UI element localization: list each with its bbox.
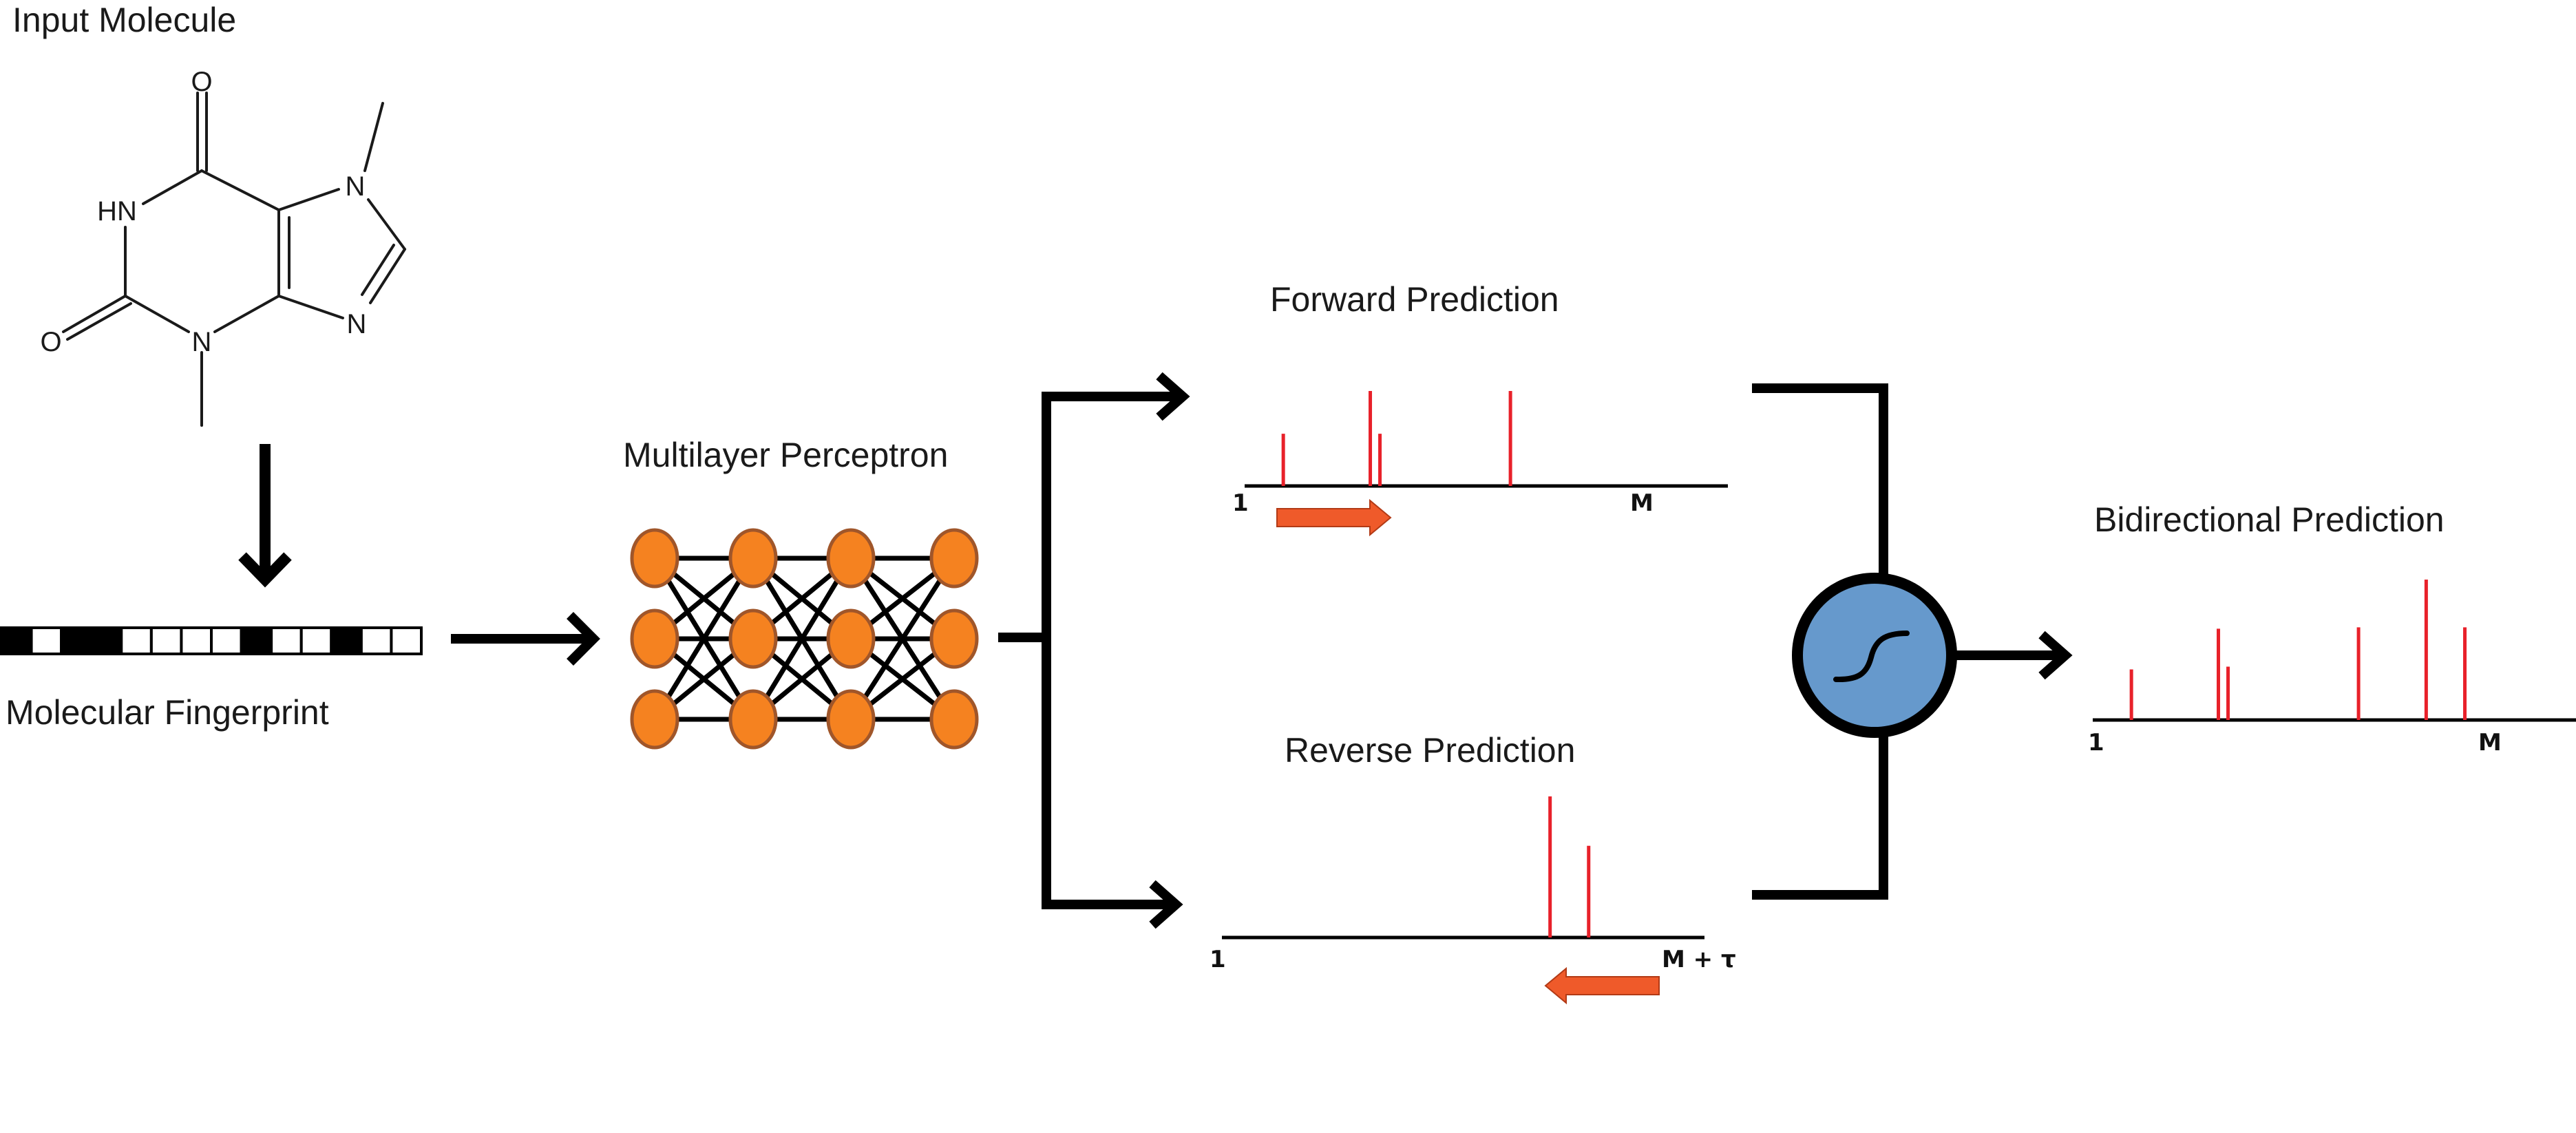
bidirectional-axis-start: 1 — [2088, 729, 2104, 756]
molecule-structure — [62, 92, 406, 427]
input-molecule-label: Input Molecule — [12, 1, 236, 39]
forward-prediction-label: Forward Prediction — [1270, 280, 1559, 319]
fingerprint-bit — [330, 626, 363, 655]
fingerprint-bit — [359, 626, 393, 655]
mlp-neuron — [728, 689, 778, 750]
bidirectional-axis-end: M — [2478, 729, 2502, 756]
fingerprint-bit — [180, 626, 213, 655]
mlp-neuron — [826, 689, 876, 750]
arrow-node-to-bidirectional — [1956, 631, 2073, 680]
bond-n9-c4 — [277, 295, 344, 319]
fingerprint-bit — [270, 626, 303, 655]
fingerprint-bit — [89, 626, 123, 655]
molecular-fingerprint-label: Molecular Fingerprint — [6, 693, 329, 732]
forward-axis-start: 1 — [1232, 489, 1249, 517]
mlp-neuron — [728, 528, 778, 589]
fingerprint-bit — [240, 626, 273, 655]
forward-axis-end: M — [1630, 489, 1654, 517]
reverse-axis-start: 1 — [1210, 946, 1226, 973]
bond-n7-methyl — [363, 102, 384, 172]
fingerprint-bit — [0, 626, 33, 655]
reverse-spectrum — [1222, 796, 1704, 940]
fingerprint-bit — [149, 626, 183, 655]
reverse-direction-arrow — [1544, 966, 1660, 1005]
mlp-network — [630, 528, 979, 750]
mlp-neuron — [630, 528, 679, 589]
mlp-connection — [849, 557, 956, 721]
atom-o-top: O — [191, 67, 212, 97]
bond-c5-n7 — [277, 188, 340, 211]
down-arrow — [238, 444, 292, 588]
forward-spectrum — [1245, 391, 1728, 488]
fingerprint-bit — [390, 626, 423, 655]
reverse-axis-end: M + τ — [1662, 946, 1736, 973]
mlp-connection — [653, 557, 755, 721]
fingerprint-bit — [299, 626, 333, 655]
branch-connector — [998, 372, 1190, 929]
sigmoid-node — [1792, 573, 1957, 738]
mlp-neuron — [929, 528, 979, 589]
mlp-neuron — [826, 608, 876, 669]
bond-n-c4 — [213, 295, 280, 333]
mlp-neuron — [630, 608, 679, 669]
fingerprint-bit — [120, 626, 153, 655]
fingerprint-bit — [60, 626, 93, 655]
merge-connector — [1752, 383, 1888, 900]
bond-c5-c6 — [200, 169, 280, 211]
sigmoid-curve-icon — [1833, 631, 1910, 683]
atom-n-bottom: N — [192, 327, 212, 357]
arrow-fingerprint-to-mlp — [451, 612, 600, 666]
bidirectional-spectrum — [2093, 580, 2576, 722]
fingerprint-bit — [30, 626, 63, 655]
bond-co-left-a — [62, 295, 127, 333]
mlp-neuron — [826, 528, 876, 589]
mlp-neuron — [929, 689, 979, 750]
bond-n7-c8 — [367, 198, 406, 251]
atom-n-right-bottom: N — [347, 309, 367, 339]
fingerprint-bit — [210, 626, 243, 655]
bond-c8-n9-b — [361, 244, 395, 296]
atom-hn: HN — [97, 196, 137, 226]
reverse-prediction-label: Reverse Prediction — [1285, 731, 1575, 770]
forward-direction-arrow — [1276, 498, 1392, 537]
mlp-connections — [653, 555, 956, 722]
bond-c2-n — [124, 295, 190, 333]
bond-c8-n9-a — [369, 248, 406, 304]
fingerprint-bar — [0, 626, 423, 655]
mlp-connection — [751, 557, 853, 721]
atom-n-right-top: N — [346, 171, 366, 202]
bond-co-left-b — [66, 302, 132, 341]
mlp-neuron — [929, 608, 979, 669]
mlp-neuron — [630, 689, 679, 750]
bond-c-hn — [142, 169, 203, 205]
atom-o-left: O — [40, 327, 61, 357]
mlp-neuron — [728, 608, 778, 669]
bidirectional-prediction-label: Bidirectional Prediction — [2094, 500, 2445, 539]
multilayer-perceptron-label: Multilayer Perceptron — [623, 436, 948, 474]
